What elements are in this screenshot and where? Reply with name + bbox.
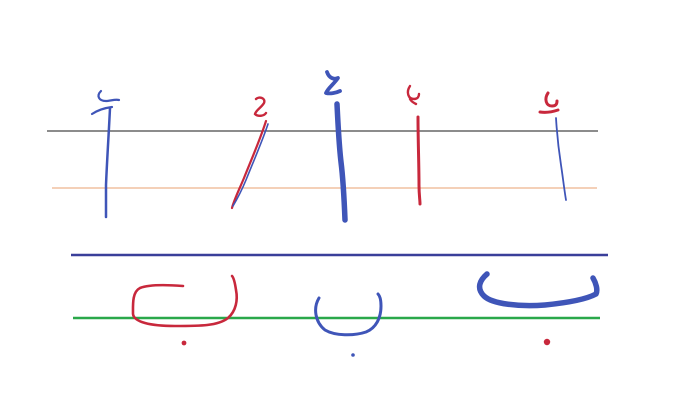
hamza-stroke xyxy=(324,70,342,96)
alif-stem-blue-overlay xyxy=(232,123,269,207)
glyph-baa-red xyxy=(131,274,239,346)
glyph-alif-hamza-4 xyxy=(406,84,422,206)
alif-stem xyxy=(555,117,567,201)
hamza-stroke xyxy=(97,89,121,103)
hamza-stroke xyxy=(538,91,560,114)
baa-dot xyxy=(543,338,551,346)
glyph-baa-blue-bold xyxy=(476,271,600,346)
alif-stem xyxy=(104,106,112,219)
glyph-alif-hamza-5 xyxy=(538,91,567,201)
baa-body xyxy=(131,274,239,328)
baa-body xyxy=(314,292,383,337)
glyph-alif-hamza-2 xyxy=(230,96,269,210)
hamza-stroke xyxy=(253,96,268,117)
baa-dot xyxy=(351,353,355,357)
alif-stem xyxy=(334,101,348,223)
alif-stem-red xyxy=(230,119,268,210)
hamza-stroke xyxy=(406,84,421,106)
baa-body xyxy=(476,271,600,309)
glyph-alif-hamza-1 xyxy=(90,89,121,219)
glyph-alif-hamza-3 xyxy=(324,70,348,223)
alif-stem xyxy=(416,115,422,206)
glyph-baa-blue-small xyxy=(314,292,383,357)
baa-dot xyxy=(181,340,187,346)
